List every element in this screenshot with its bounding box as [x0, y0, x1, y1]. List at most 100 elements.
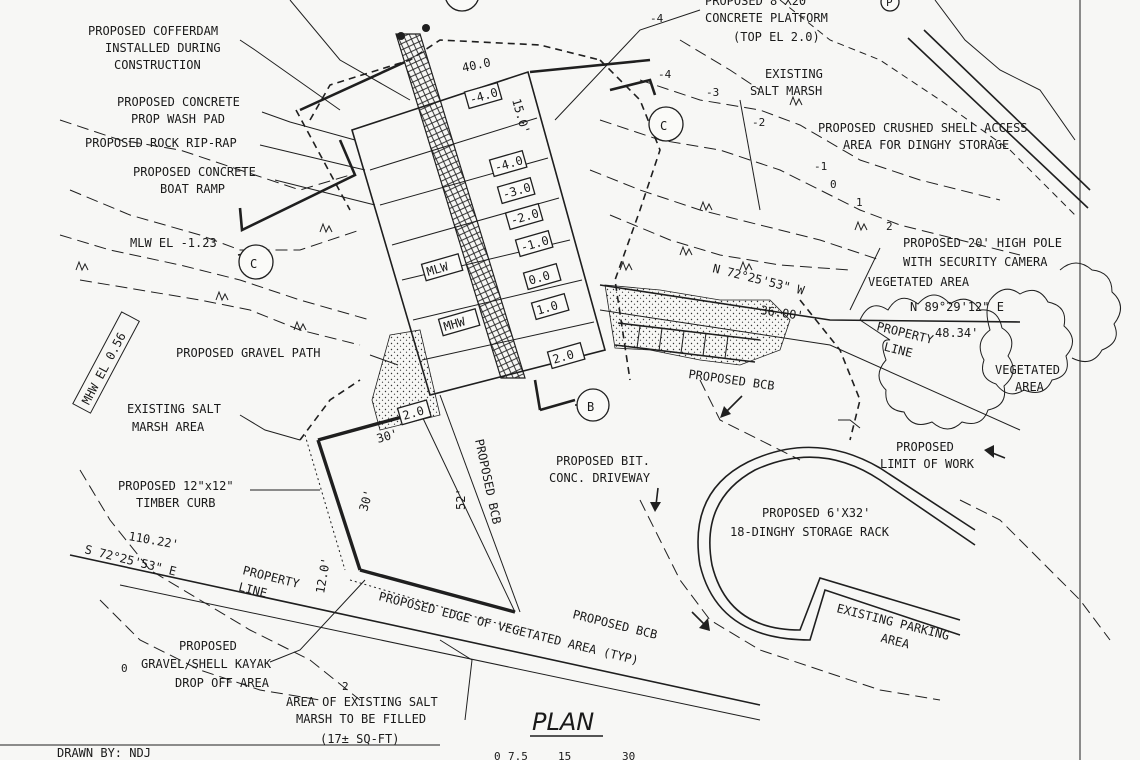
callout-boat-ramp: PROPOSED CONCRETE BOAT RAMP [133, 165, 256, 196]
svg-text:EXISTING: EXISTING [765, 67, 823, 81]
svg-text:GRAVEL/SHELL KAYAK: GRAVEL/SHELL KAYAK [141, 657, 272, 671]
svg-text:PROPOSED 8'X20': PROPOSED 8'X20' [705, 0, 813, 8]
svg-text:AREA OF EXISTING SALT: AREA OF EXISTING SALT [286, 695, 438, 709]
svg-text:18-DINGHY STORAGE RACK: 18-DINGHY STORAGE RACK [730, 525, 890, 539]
tree-line-right [859, 262, 1121, 430]
label-mhw: MHW EL 0.56 [72, 311, 140, 414]
callout-platform: PROPOSED 8'X20' CONCRETE PLATFORM (TOP E… [705, 0, 828, 44]
bearing-n89: N 89°29'12" E [910, 300, 1004, 314]
svg-text:PROPOSED BIT.: PROPOSED BIT. [556, 454, 650, 468]
svg-text:AREA FOR DINGHY STORAGE: AREA FOR DINGHY STORAGE [843, 138, 1009, 152]
callout-existing-salt-marsh: EXISTING SALT MARSH AREA [127, 402, 221, 434]
dimension-30-side: 30' [356, 488, 375, 513]
svg-text:CONC. DRIVEWAY: CONC. DRIVEWAY [549, 471, 651, 485]
elevation-tag: 2.0 [551, 347, 576, 366]
svg-text:P: P [886, 0, 893, 9]
svg-text:PROP WASH PAD: PROP WASH PAD [131, 112, 225, 126]
callout-timber-curb: PROPOSED 12"x12" TIMBER CURB [118, 479, 234, 510]
svg-text:PROPOSED BCB: PROPOSED BCB [472, 438, 504, 526]
callout-bcb-vertical: PROPOSED BCB [472, 438, 504, 526]
svg-text:PROPOSED 6'X32': PROPOSED 6'X32' [762, 506, 870, 520]
svg-text:15.0': 15.0' [509, 97, 532, 136]
marsh-grass-symbols [75, 95, 868, 332]
svg-text:C: C [660, 119, 667, 133]
dimension-15: 15.0' [509, 97, 532, 136]
svg-text:2.0: 2.0 [401, 403, 426, 422]
scale-bar: 0 7.5 15 30 [494, 750, 635, 760]
existing-contours [59, 39, 1111, 701]
dimension-52: 52' [454, 488, 468, 510]
svg-text:TIMBER CURB: TIMBER CURB [136, 496, 215, 510]
callout-dinghy-rack: PROPOSED 6'X32' 18-DINGHY STORAGE RACK [730, 506, 890, 539]
callout-vegetated-area-right: VEGETATED AREA [995, 363, 1060, 394]
svg-text:MARSH AREA: MARSH AREA [132, 420, 205, 434]
callout-crushed-shell: PROPOSED CRUSHED SHELL ACCESS AREA FOR D… [818, 121, 1028, 152]
concrete-platform-outline [238, 58, 657, 412]
callout-wash-pad: PROPOSED CONCRETE PROP WASH PAD [117, 95, 240, 126]
dimension-2: 2.0 [396, 399, 432, 426]
svg-text:LIMIT OF WORK: LIMIT OF WORK [880, 457, 975, 471]
svg-text:WITH SECURITY CAMERA: WITH SECURITY CAMERA [903, 255, 1048, 269]
svg-text:PROPOSED BCB: PROPOSED BCB [571, 607, 659, 642]
svg-text:PROPOSED BCB: PROPOSED BCB [688, 367, 776, 393]
section-marker-p: P [880, 0, 900, 12]
label-mlw: MLW EL -1.23 [130, 236, 217, 250]
distance-110: 110.22' [127, 529, 179, 552]
contour-labels: -4 -4 -3 -2 -1 0 1 2 0 2 [121, 12, 893, 693]
bearing-n72: N 72°25'53" W [711, 261, 806, 297]
contour-label: 2 [886, 220, 893, 233]
contour-label: -3 [706, 86, 719, 99]
section-marker-b: B [575, 388, 610, 422]
distance-48: 48.34' [935, 326, 978, 340]
svg-text:VEGETATED: VEGETATED [995, 363, 1060, 377]
svg-text:36.00': 36.00' [760, 303, 805, 323]
dimension-12: 12.0' [313, 557, 333, 595]
callout-cofferdam: PROPOSED COFFERDAM INSTALLED DURING CONS… [88, 24, 221, 72]
svg-text:PROPOSED: PROPOSED [896, 440, 954, 454]
svg-text:B: B [587, 400, 594, 414]
callout-security-pole: PROPOSED 20' HIGH POLE WITH SECURITY CAM… [903, 236, 1062, 269]
svg-text:(17± SQ-FT): (17± SQ-FT) [320, 732, 399, 746]
svg-text:SALT MARSH: SALT MARSH [750, 84, 822, 98]
svg-text:PLAN: PLAN [532, 708, 594, 736]
svg-text:INSTALLED DURING: INSTALLED DURING [105, 41, 221, 55]
kayak-dropoff-outline [304, 394, 521, 631]
callout-kayak-dropoff: PROPOSED GRAVEL/SHELL KAYAK DROP OFF ARE… [141, 639, 272, 690]
cofferdam [395, 24, 526, 379]
svg-text:40.0: 40.0 [461, 55, 492, 75]
callout-salt-marsh: EXISTING SALT MARSH [750, 67, 823, 98]
svg-text:PROPOSED 20' HIGH POLE: PROPOSED 20' HIGH POLE [903, 236, 1062, 250]
svg-text:BOAT RAMP: BOAT RAMP [160, 182, 225, 196]
svg-text:PROPOSED CONCRETE: PROPOSED CONCRETE [117, 95, 240, 109]
section-marker-top [445, 0, 479, 12]
drawn-by: DRAWN BY: NDJ [57, 746, 151, 760]
svg-text:CONCRETE PLATFORM: CONCRETE PLATFORM [705, 11, 828, 25]
callout-parking: EXISTING PARKING AREA [835, 601, 951, 651]
distance-36: 36.00' [760, 303, 805, 323]
callout-gravel-path: PROPOSED GRAVEL PATH [176, 346, 321, 360]
road-edge [779, 0, 1091, 216]
svg-text:PROPOSED COFFERDAM: PROPOSED COFFERDAM [88, 24, 218, 38]
contour-label: -1 [814, 160, 827, 173]
svg-text:30': 30' [356, 488, 375, 513]
svg-text:EXISTING SALT: EXISTING SALT [127, 402, 221, 416]
svg-text:LINE: LINE [237, 580, 268, 601]
svg-text:12.0': 12.0' [313, 557, 333, 595]
svg-text:PROPOSED 12"x12": PROPOSED 12"x12" [118, 479, 234, 493]
contour-label: -4 [658, 68, 672, 81]
elevation-tag: 0.0 [527, 268, 552, 287]
svg-text:(TOP EL 2.0): (TOP EL 2.0) [733, 30, 820, 44]
svg-text:MARSH TO BE FILLED: MARSH TO BE FILLED [296, 712, 426, 726]
callout-bcb-upper: PROPOSED BCB [688, 367, 776, 393]
ramp-elevation-tags: -4.0 -4.0 -3.0 -2.0 -1.0 0.0 1.0 2.0 [463, 81, 586, 370]
dinghy-rack-island [697, 446, 976, 641]
svg-text:PROPOSED CONCRETE: PROPOSED CONCRETE [133, 165, 256, 179]
svg-text:0: 0 [494, 750, 501, 760]
svg-text:N 72°25'53" W: N 72°25'53" W [711, 261, 806, 297]
svg-text:MHW: MHW [442, 314, 467, 334]
callout-rip-rap: PROPOSED ROCK RIP-RAP [85, 136, 237, 150]
svg-text:30: 30 [622, 750, 635, 760]
callout-limit-of-work: PROPOSED LIMIT OF WORK [880, 440, 975, 471]
tide-tag-mhw: MHW [437, 308, 481, 337]
